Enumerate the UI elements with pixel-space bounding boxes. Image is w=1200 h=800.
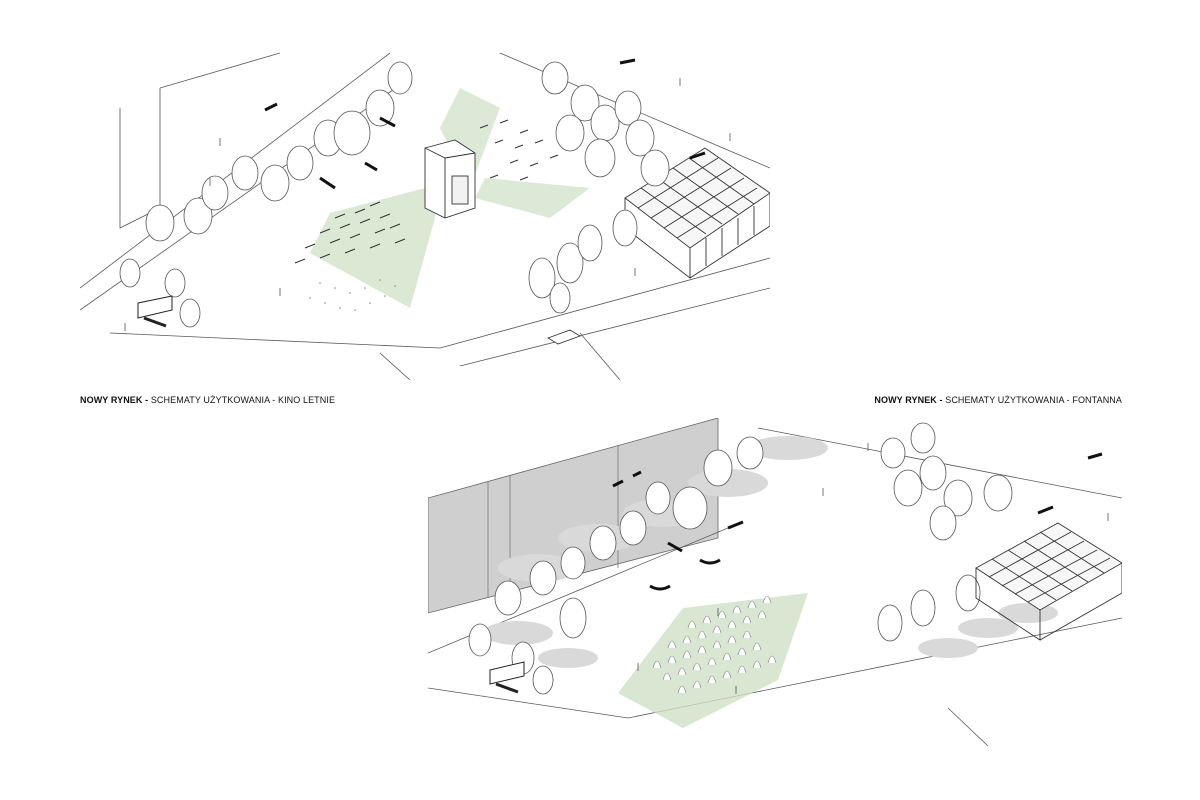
caption-title: NOWY RYNEK	[80, 395, 143, 405]
tree-icon	[955, 574, 981, 612]
person-icon	[124, 78, 731, 331]
pergola-icon	[624, 147, 770, 279]
tree-icon	[145, 204, 175, 242]
dot-grid	[309, 279, 396, 311]
tree-icon	[528, 257, 556, 299]
tree-icon	[119, 258, 141, 288]
tree-icon	[612, 209, 638, 247]
person-icon	[637, 443, 1109, 694]
caption-separator: -	[936, 395, 946, 405]
tree-icon	[549, 282, 571, 314]
tree-icon	[703, 449, 733, 487]
tree-icon	[880, 437, 906, 469]
projection-cone-right	[440, 88, 500, 188]
tree-icon	[260, 164, 290, 202]
caption-fontanna: NOWY RYNEK - SCHEMATY UŻYTKOWANIA - FONT…	[874, 395, 1122, 405]
axonometric-fontanna	[428, 418, 1122, 746]
tree-icon	[577, 224, 603, 262]
tree-icon	[640, 149, 670, 187]
projector-icon	[424, 139, 476, 219]
caption-kino-letnie: NOWY RYNEK - SCHEMATY UŻYTKOWANIA - KINO…	[80, 395, 335, 405]
tree-icon	[584, 138, 616, 178]
tree-icon	[556, 242, 584, 284]
caption-subtitle: SCHEMATY UŻYTKOWANIA - FONTANNA	[945, 395, 1122, 405]
tree-icon	[231, 155, 259, 191]
tree-icon	[929, 505, 957, 541]
tree-icon	[365, 89, 395, 127]
tree-icon	[494, 580, 522, 616]
tree-icon	[919, 455, 947, 491]
tree-icon	[645, 481, 671, 515]
tree-icon	[387, 61, 413, 95]
tree-icon	[983, 474, 1013, 512]
tree-icon	[529, 560, 557, 596]
car-icon	[547, 329, 581, 345]
tree-icon	[164, 268, 186, 298]
fontanna-drawing	[428, 418, 1122, 746]
projection-cone-left	[310, 168, 440, 308]
bus-stop-icon	[489, 661, 525, 694]
tree-icon	[619, 510, 647, 546]
tree-icon	[877, 604, 903, 642]
bus-stop-icon	[137, 295, 173, 328]
tree-icon	[183, 197, 213, 235]
caption-subtitle: SCHEMATY UŻYTKOWANIA - KINO LETNIE	[150, 395, 336, 405]
tree-icon	[570, 84, 600, 122]
tree-icon	[589, 525, 617, 561]
bench-marks	[264, 58, 706, 190]
tree-icon	[201, 175, 229, 211]
tree-icon	[555, 114, 585, 152]
tree-icon	[179, 298, 201, 328]
axonometric-kino-letnie	[80, 48, 770, 380]
tree-icon	[333, 110, 371, 156]
tree-icon	[614, 90, 642, 126]
tree-row	[119, 61, 670, 328]
tree-icon	[286, 145, 314, 181]
caption-title: NOWY RYNEK	[874, 395, 937, 405]
tree-icon	[625, 119, 655, 157]
tree-icon	[560, 546, 586, 580]
fountain-jet-icon	[652, 595, 777, 694]
tree-icon	[468, 623, 492, 657]
tree-icon	[910, 589, 936, 627]
tree-icon	[893, 469, 923, 507]
kino-drawing	[80, 52, 770, 380]
tree-icon	[910, 422, 936, 454]
tree-icon	[672, 486, 708, 530]
tree-icon	[943, 479, 973, 517]
caption-separator: -	[142, 395, 151, 405]
tree-icon	[532, 665, 554, 695]
projection-cone-right-2	[475, 178, 590, 218]
tree-icon	[736, 436, 764, 470]
tree-row	[468, 422, 1013, 695]
bench-marks	[612, 452, 1103, 591]
tree-icon	[559, 597, 587, 639]
tree-icon	[541, 61, 569, 95]
pergola-icon	[975, 522, 1122, 641]
seating-field	[294, 119, 559, 264]
